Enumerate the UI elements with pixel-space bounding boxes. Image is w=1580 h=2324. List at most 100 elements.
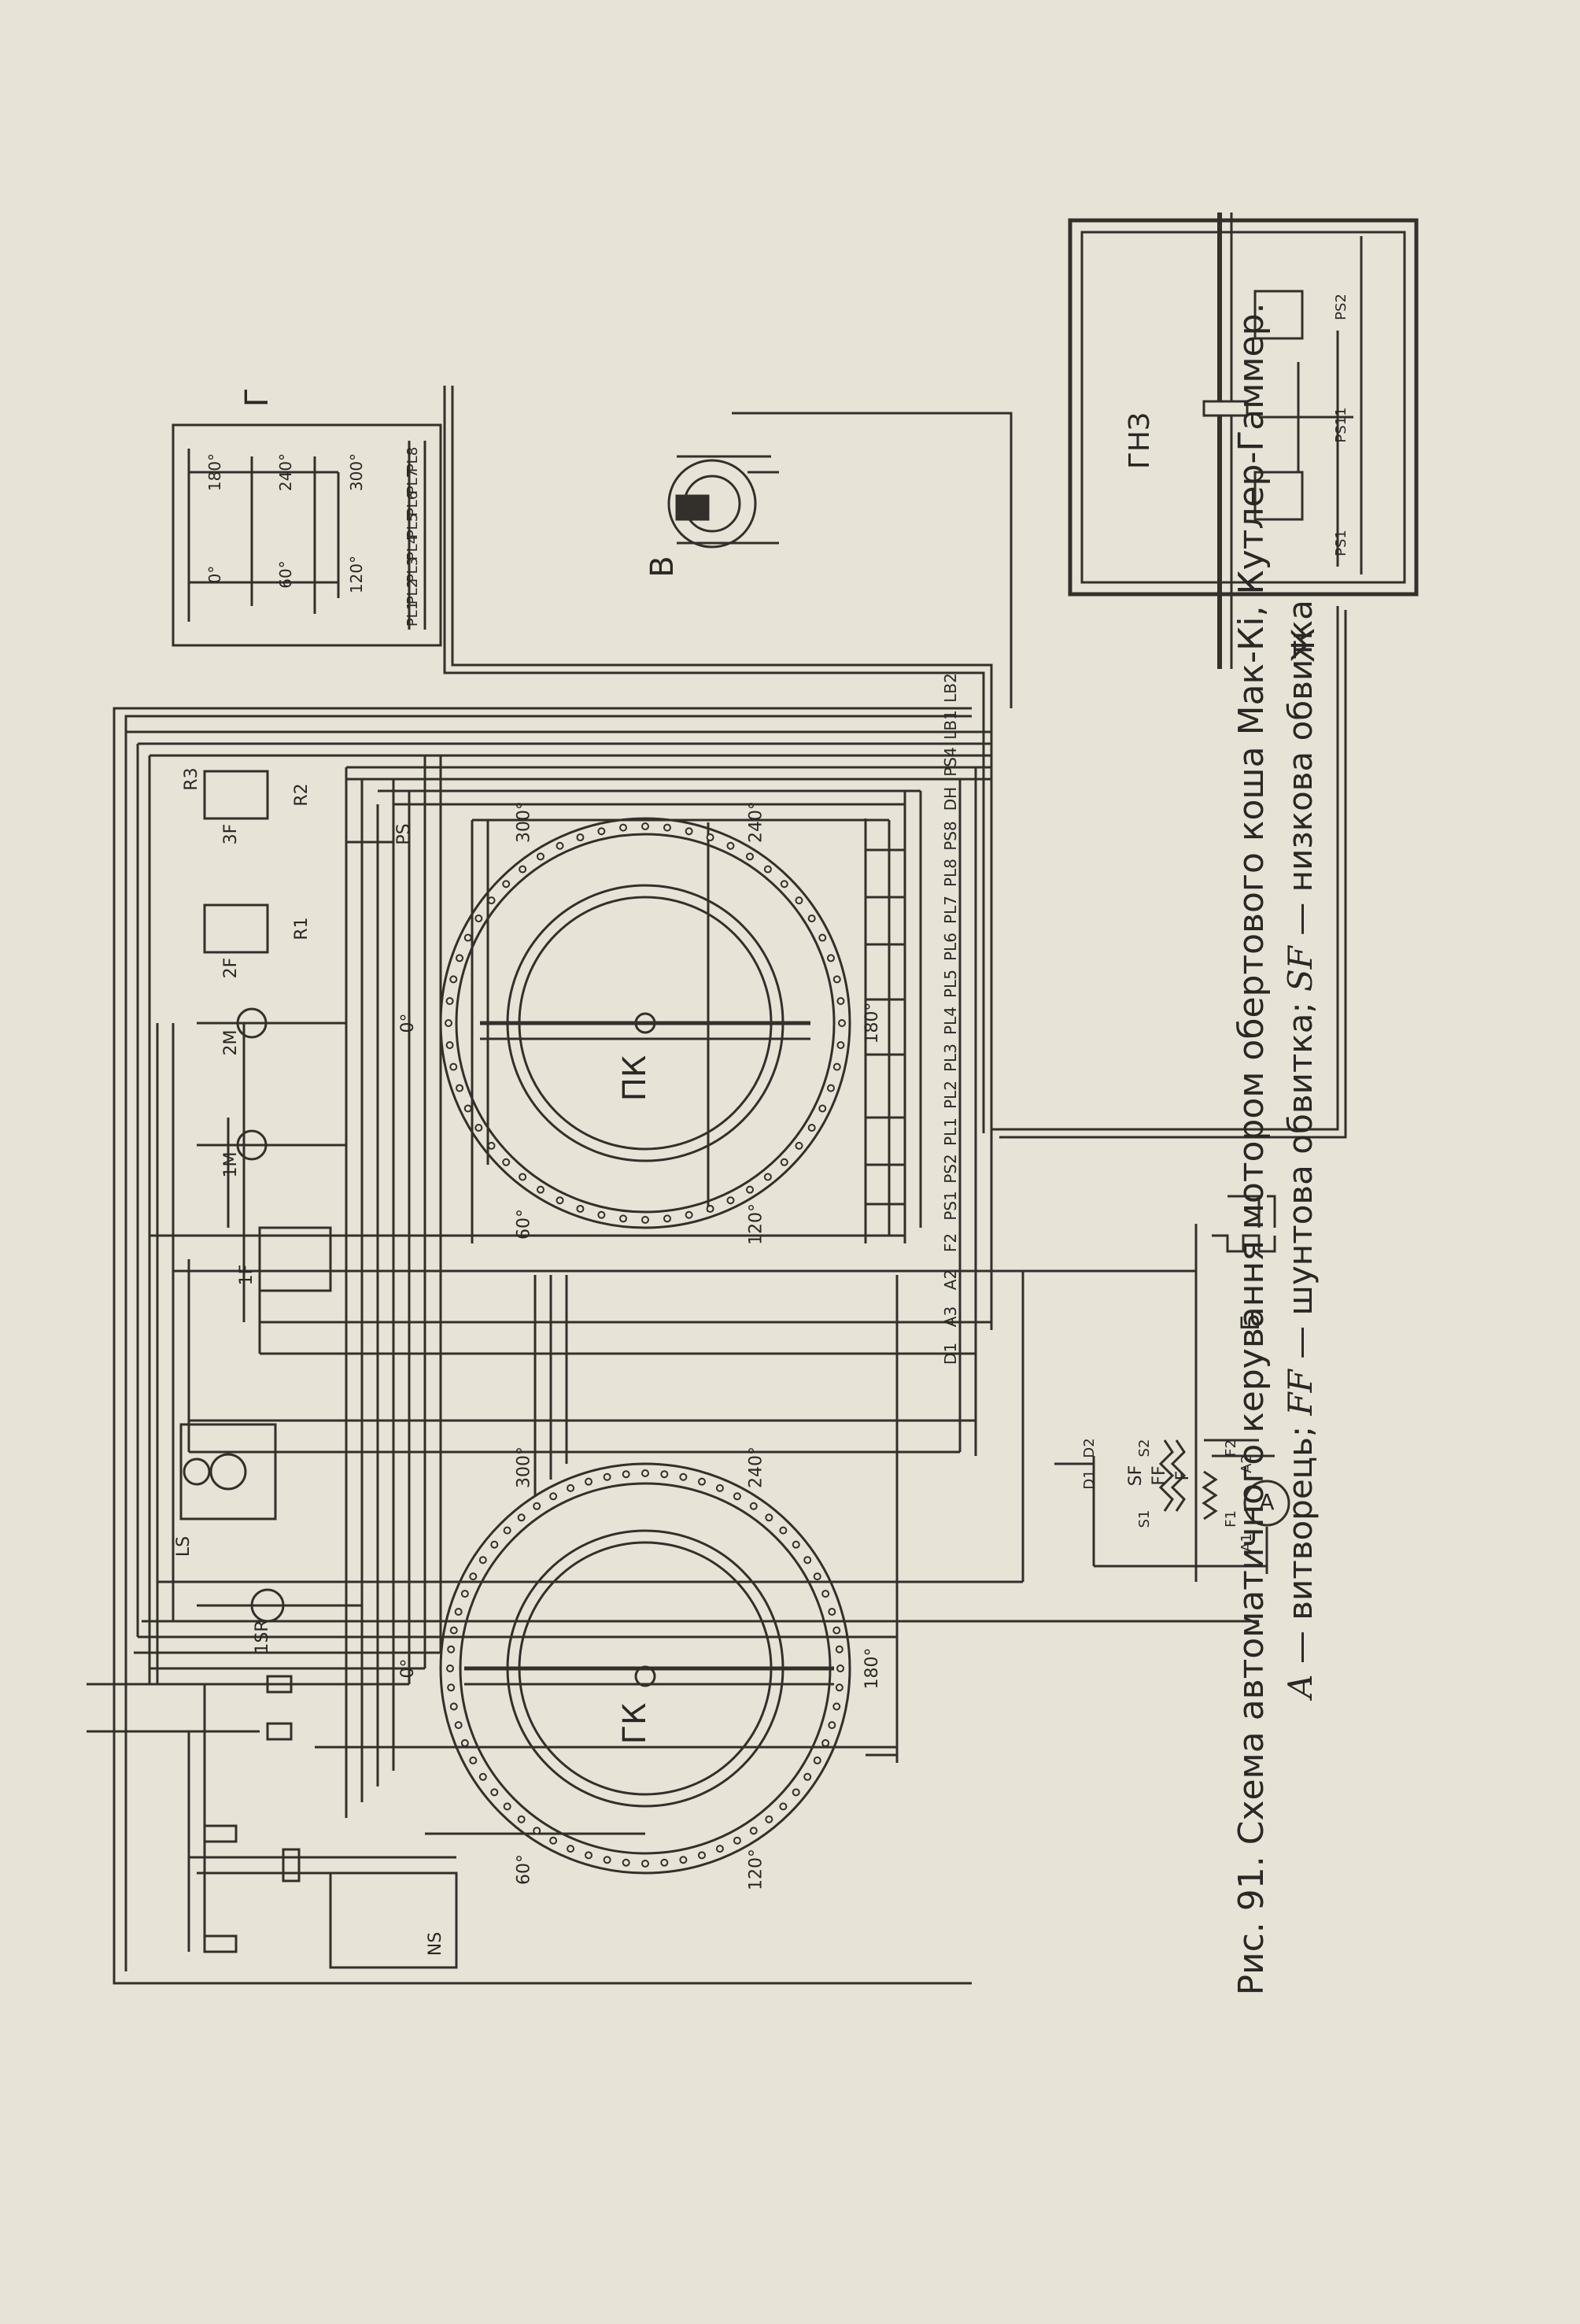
gk-contact [447, 1683, 456, 1692]
terminal-strip-label: PS8 [941, 821, 960, 850]
gk-contact [454, 1608, 463, 1616]
motor-field-label: FF [1150, 1465, 1169, 1485]
gk-contact [813, 1572, 821, 1581]
relay-label: 1F [237, 1265, 257, 1286]
gk-contact [567, 1845, 575, 1853]
gk-contact [828, 1608, 836, 1616]
pk-contact [456, 954, 464, 962]
gk-contact [821, 1590, 830, 1598]
caption-sym-ff: FF [1281, 1369, 1320, 1416]
terminal-strip-label: PS1 [941, 1191, 960, 1220]
relay-1m [197, 1129, 346, 1161]
gk-contact [765, 1815, 773, 1823]
gk-contact [449, 1702, 458, 1711]
pk-contact [449, 1062, 458, 1071]
gk-contact [603, 1472, 611, 1481]
gk-contact [828, 1720, 836, 1729]
gk-contact [835, 1683, 844, 1692]
gk-contact [460, 1590, 469, 1598]
motor-terminal: D2 [1081, 1438, 1098, 1458]
gnz-box-label: ГНЗ [1124, 412, 1156, 469]
pk-contact [445, 997, 454, 1006]
relay-label: 3F [221, 824, 241, 845]
relay-label: R3 [182, 767, 201, 790]
caption-text-a: — витворець; [1281, 1415, 1320, 1675]
gk-contact [792, 1788, 800, 1797]
terminal-strip-label: PL6 [941, 933, 960, 961]
gk-contact [749, 1502, 758, 1510]
pk-contact [487, 1141, 496, 1150]
gk-contact [803, 1772, 812, 1781]
caption-sym-a: A [1281, 1674, 1320, 1698]
pk-contact [763, 1173, 772, 1181]
relay-label: R1 [292, 917, 312, 940]
pk-label: ПК [617, 1055, 653, 1101]
gnz-box [1068, 212, 1419, 669]
panel-g-terminal: PL2 [404, 579, 421, 604]
shunt-coil-b [1212, 1195, 1276, 1253]
outer-wire-frame [113, 707, 972, 1985]
pk-contact [619, 823, 628, 832]
relay-label: 1M [221, 1152, 241, 1178]
motor-a [1054, 1432, 1290, 1582]
gk-degree-mark: 0° [398, 1659, 418, 1679]
pk-contact [685, 827, 693, 836]
relay-label: 2M [221, 1030, 241, 1056]
bus-wires [126, 730, 1259, 1875]
terminal-strip-label: PL5 [941, 970, 960, 998]
gk-degree-mark: 120° [747, 1849, 766, 1890]
zh-terminal: PS1 [1333, 530, 1349, 556]
pk-contact [746, 1185, 755, 1194]
panel-g-degree: 300° [347, 453, 366, 491]
caption-legend: A — витворець; FF — шунтова обвитка; SF … [1276, 244, 1325, 2054]
relay-2m [197, 1007, 346, 1039]
pk-contact [818, 1104, 827, 1113]
zh-terminal: PS11 [1333, 407, 1349, 442]
pk-contact [576, 833, 585, 842]
terminal-strip-label: LB1 [941, 710, 960, 740]
pk-degree-mark: 60° [515, 1209, 534, 1240]
gk-contact [469, 1756, 478, 1764]
schematic-labels: ГКПК0°60°120°180°240°300°0°60°120°180°24… [174, 294, 1349, 1956]
relay-label: LS [174, 1536, 194, 1557]
figure-caption: Рис. 91. Схема автоматичного керування м… [1227, 244, 1385, 2054]
terminal-strip-label: PL4 [941, 1007, 960, 1035]
gk-contact [533, 1827, 541, 1835]
panel-g-degree: 120° [347, 556, 366, 593]
gk-contact [603, 1856, 611, 1864]
pk-contact [502, 1158, 511, 1166]
relay-ls [179, 1423, 277, 1520]
gk-contact [792, 1540, 800, 1549]
terminal-strip-label: A3 [941, 1306, 960, 1327]
panel-g-terminal: PL8 [404, 447, 421, 472]
pk-contact [641, 1216, 649, 1224]
pk-contact [519, 1173, 527, 1181]
pilot-controller-pk [439, 817, 851, 1229]
relay-1sr [197, 1588, 362, 1623]
motor-terminal: F2 [1223, 1439, 1239, 1457]
terminal-strip-label: A2 [941, 1269, 960, 1290]
pk-contact [502, 880, 511, 889]
pk-contact [836, 1040, 845, 1049]
panel-b-label: Б [1235, 1313, 1265, 1331]
gk-degree-mark: 180° [862, 1648, 882, 1690]
pk-contact [807, 914, 816, 922]
motor-terminal: F1 [1223, 1510, 1239, 1528]
gk-contact [641, 1469, 649, 1477]
feeder-double-wire [443, 386, 1347, 1139]
pk-contact [795, 896, 803, 905]
pk-contact [663, 823, 671, 832]
pk-contact [463, 1104, 472, 1113]
gk-contact [660, 1470, 669, 1479]
motor-terminal: A1 [1239, 1533, 1255, 1552]
terminal-strip-label: PL2 [941, 1081, 960, 1109]
relay-label: PS [394, 823, 414, 844]
gk-contact [697, 1477, 706, 1486]
panel-g-degree: 0° [205, 566, 224, 584]
caption-sym-sf: SF [1281, 946, 1320, 992]
line-switches [87, 1675, 301, 1953]
pk-contact [763, 865, 772, 874]
panel-v-label: В [644, 556, 681, 577]
pk-contact [706, 833, 714, 842]
